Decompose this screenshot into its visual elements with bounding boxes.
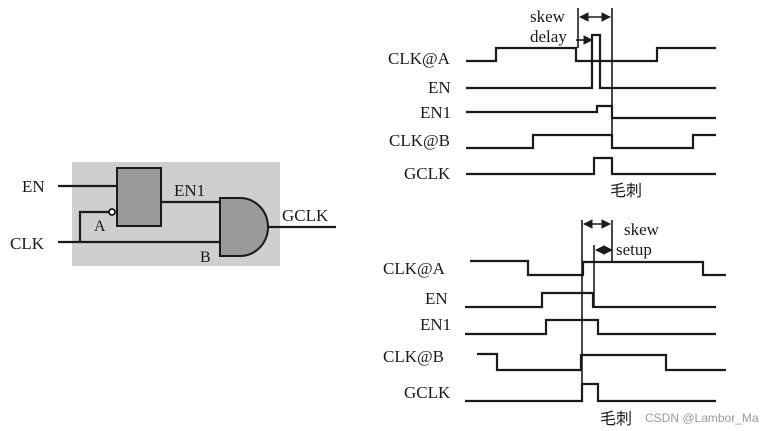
- top-signal-en: EN: [428, 78, 451, 97]
- timing-diagram-bottom: CLK@A EN EN1 CLK@B GCLK skew setup 毛刺: [383, 219, 726, 428]
- latch-box: [116, 167, 162, 227]
- label-gclk: GCLK: [282, 206, 329, 225]
- and-gate-icon: [219, 197, 269, 257]
- bottom-signal-clk-a: CLK@A: [383, 259, 446, 278]
- label-en1: EN1: [174, 181, 205, 200]
- top-wave-en: [466, 33, 716, 90]
- bottom-wave-en: [465, 291, 716, 309]
- inversion-bubble-icon: [108, 208, 116, 216]
- top-annotation-delay: delay: [530, 27, 567, 46]
- bottom-signal-gclk: GCLK: [404, 383, 451, 402]
- top-wave-gclk: [466, 156, 716, 176]
- bottom-annotation-setup: setup: [616, 240, 652, 259]
- top-signal-clk-b: CLK@B: [389, 131, 450, 150]
- bottom-wave-gclk: [465, 382, 716, 403]
- bottom-wave-en1: [465, 318, 716, 336]
- clk-to-latch-wire: [78, 210, 109, 242]
- bottom-glitch-label: 毛刺: [600, 409, 632, 428]
- watermark-text: CSDN @Lambor_Ma: [645, 411, 759, 425]
- bottom-wave-clk-a: [470, 259, 726, 277]
- top-wave-en1: [466, 104, 716, 120]
- top-annotation-skew: skew: [530, 7, 566, 26]
- top-signal-en1: EN1: [420, 103, 451, 122]
- bottom-signal-clk-b: CLK@B: [383, 347, 444, 366]
- timing-diagram-top: CLK@A EN EN1 CLK@B GCLK skew delay 毛刺: [388, 7, 716, 200]
- top-glitch-label: 毛刺: [610, 181, 642, 200]
- top-signal-gclk: GCLK: [404, 164, 451, 183]
- top-signal-clk-a: CLK@A: [388, 49, 451, 68]
- bottom-signal-en: EN: [425, 289, 448, 308]
- bottom-annotation-skew: skew: [624, 220, 660, 239]
- top-wave-clk-b: [466, 133, 716, 150]
- bottom-wave-clk-b: [477, 352, 726, 372]
- label-node-b: B: [200, 249, 211, 266]
- label-clk: CLK: [10, 234, 45, 253]
- bottom-signal-en1: EN1: [420, 315, 451, 334]
- label-node-a: A: [94, 218, 106, 235]
- top-wave-clk-a: [466, 46, 716, 63]
- label-en: EN: [22, 177, 45, 196]
- circuit-panel: EN CLK A EN1 B GCLK: [10, 162, 336, 266]
